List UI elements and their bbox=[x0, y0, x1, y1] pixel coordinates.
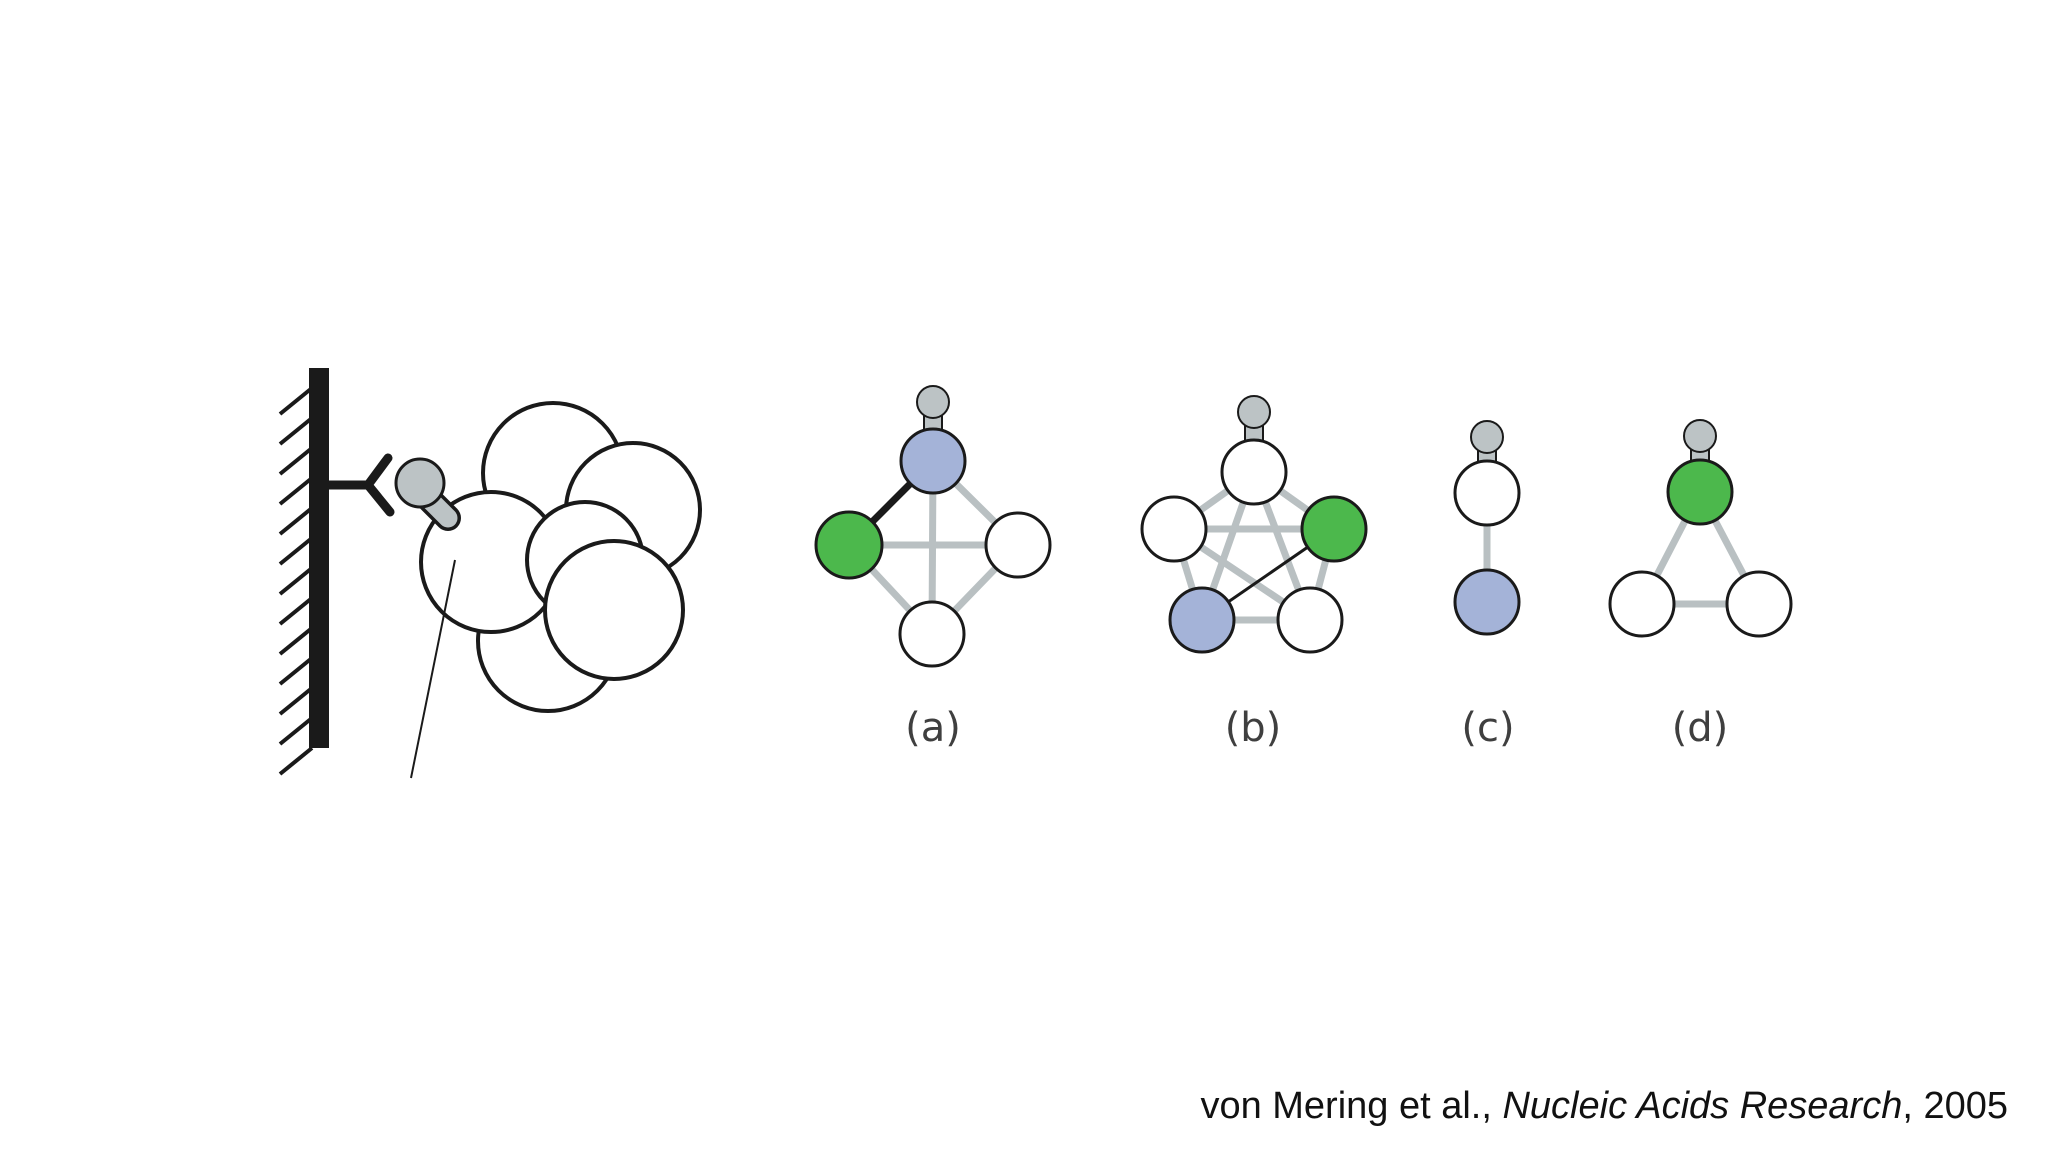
panel-c-network bbox=[1453, 420, 1521, 636]
protein-complex bbox=[419, 401, 702, 713]
panel-d-network bbox=[1608, 419, 1793, 638]
bait-node-green bbox=[1666, 458, 1734, 526]
node-green bbox=[1300, 495, 1368, 563]
surface-hatching bbox=[278, 386, 314, 776]
citation: von Mering et al., Nucleic Acids Researc… bbox=[1200, 1085, 2008, 1128]
node-white bbox=[984, 511, 1052, 579]
antibody-linker bbox=[323, 453, 395, 517]
node-white bbox=[1608, 570, 1676, 638]
node-green bbox=[814, 510, 884, 580]
bait-node-blue bbox=[899, 427, 967, 495]
node-white bbox=[1140, 495, 1208, 563]
panel-label-b: (b) bbox=[1224, 705, 1282, 751]
bait-node-white bbox=[1453, 459, 1521, 527]
affinity-complex-illustration bbox=[278, 368, 702, 779]
tagged-bait-protein bbox=[394, 457, 461, 531]
citation-journal: Nucleic Acids Research bbox=[1502, 1085, 1903, 1127]
node-blue bbox=[1168, 586, 1236, 654]
citation-year: , 2005 bbox=[1902, 1085, 2008, 1127]
solid-support-surface bbox=[309, 368, 329, 748]
node-white bbox=[898, 600, 966, 668]
panel-b-network bbox=[1140, 395, 1368, 654]
panel-label-c: (c) bbox=[1461, 705, 1515, 751]
bait-node-white bbox=[1220, 438, 1288, 506]
node-white bbox=[1725, 570, 1793, 638]
pointer-line bbox=[410, 559, 456, 779]
node-blue bbox=[1453, 568, 1521, 636]
panel-a-network bbox=[814, 385, 1052, 668]
panel-label-a: (a) bbox=[905, 705, 961, 751]
panel-label-d: (d) bbox=[1671, 705, 1729, 751]
node-white bbox=[1276, 586, 1344, 654]
citation-authors: von Mering et al., bbox=[1200, 1085, 1503, 1127]
